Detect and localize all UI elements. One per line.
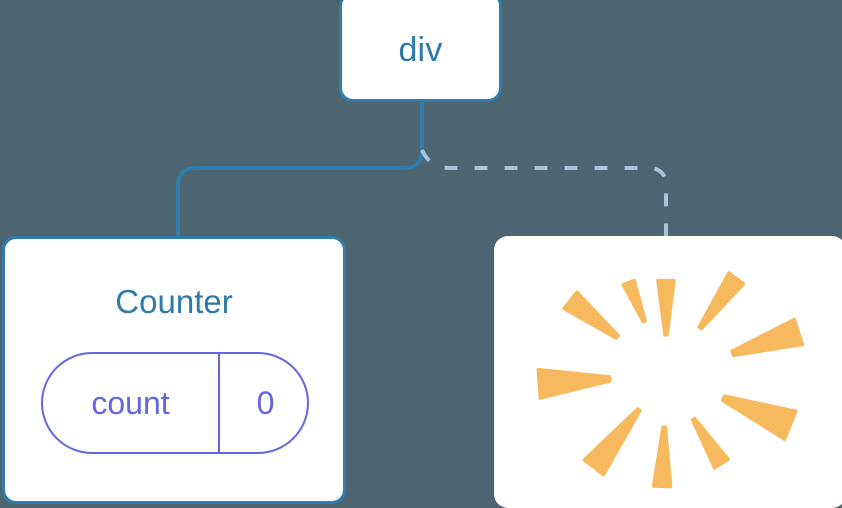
state-pill-divider: [218, 354, 220, 452]
burst-ray-1: [656, 278, 676, 337]
burst-ray-4: [721, 394, 798, 441]
state-pill-value: 0: [256, 385, 275, 421]
burst-ray-3: [730, 317, 805, 358]
burst-ray-6: [651, 425, 673, 489]
burst-ray-10: [621, 278, 647, 324]
edge-dashed-to-burst: [420, 149, 668, 240]
burst-ray-7: [582, 407, 642, 477]
burst-ray-2: [697, 271, 746, 331]
node-counter-label: Counter: [115, 283, 233, 320]
edge-solid-to-counter: [176, 96, 424, 240]
node-div-label: div: [398, 31, 443, 69]
node-div[interactable]: div: [339, 0, 502, 102]
state-pill-key: count: [91, 385, 170, 421]
burst-ray-8: [536, 367, 612, 400]
burst-ray-5: [690, 416, 730, 470]
burst-ray-9: [562, 290, 620, 340]
state-pill-count[interactable]: count 0: [41, 352, 309, 454]
sparkle-burst-icon: [536, 271, 805, 489]
